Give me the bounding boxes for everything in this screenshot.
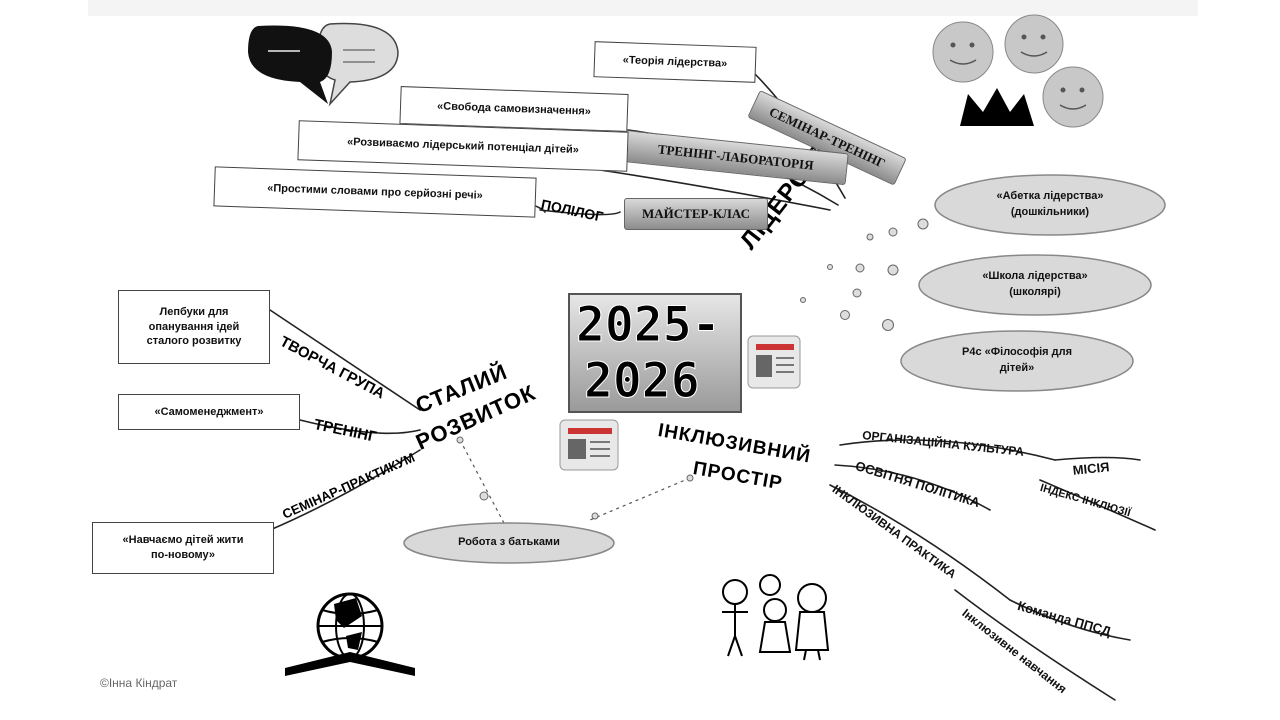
cloud-abetka-line2: (дошкільники) [1010,206,1090,218]
cloud-p4c-line2: дітей» [999,362,1035,374]
center-board: 2025- 2026 [568,293,742,413]
master-class-label: МАЙСТЕР-КЛАС [641,206,750,221]
cloud-p4c-line1: P4c «Філософія для [962,346,1072,359]
flag-theory: «Теорія лідерства» [593,41,757,83]
teach-line1: «Навчаємо дітей жити [122,534,244,547]
master-class-box: МАЙСТЕР-КЛАС [624,198,768,230]
center-year-top: 2025- [576,297,721,354]
top-bar [88,0,1198,16]
lapbooks-line3: сталого розвитку [146,335,242,348]
flag-self-management: «Самоменеджмент» [118,394,300,430]
cloud-school-shape [918,254,1152,316]
parents-label: Робота з батьками [458,536,560,549]
cloud-p4c-shape [900,330,1134,392]
cloud-school-line1: «Школа лідерства» [982,270,1088,283]
cloud-parents-shape [403,522,615,564]
center-year-bottom: 2026 [584,353,701,410]
cloud-abetka-line1: «Абетка лідерства» [996,190,1104,203]
flag-teach: «Навчаємо дітей жити по-новому» [92,522,274,574]
cloud-abetka: «Абетка лідерства» (дошкільники) [932,172,1168,238]
flag-lapbooks: Лепбуки для опанування ідей сталого розв… [118,290,270,364]
cloud-parents: Робота з батьками [402,520,616,566]
credit-text: ©Інна Кіндрат [100,676,178,690]
teach-line2: по-новому» [150,549,216,561]
lapbooks-line2: опанування ідей [148,320,240,333]
cloud-p4c: P4c «Філософія для дітей» [898,328,1136,394]
cloud-school-line2: (школярі) [1009,286,1061,298]
cloud-school: «Школа лідерства» (школярі) [916,252,1154,318]
lapbooks-line1: Лепбуки для [159,305,229,318]
cloud-abetka-shape [934,174,1166,236]
